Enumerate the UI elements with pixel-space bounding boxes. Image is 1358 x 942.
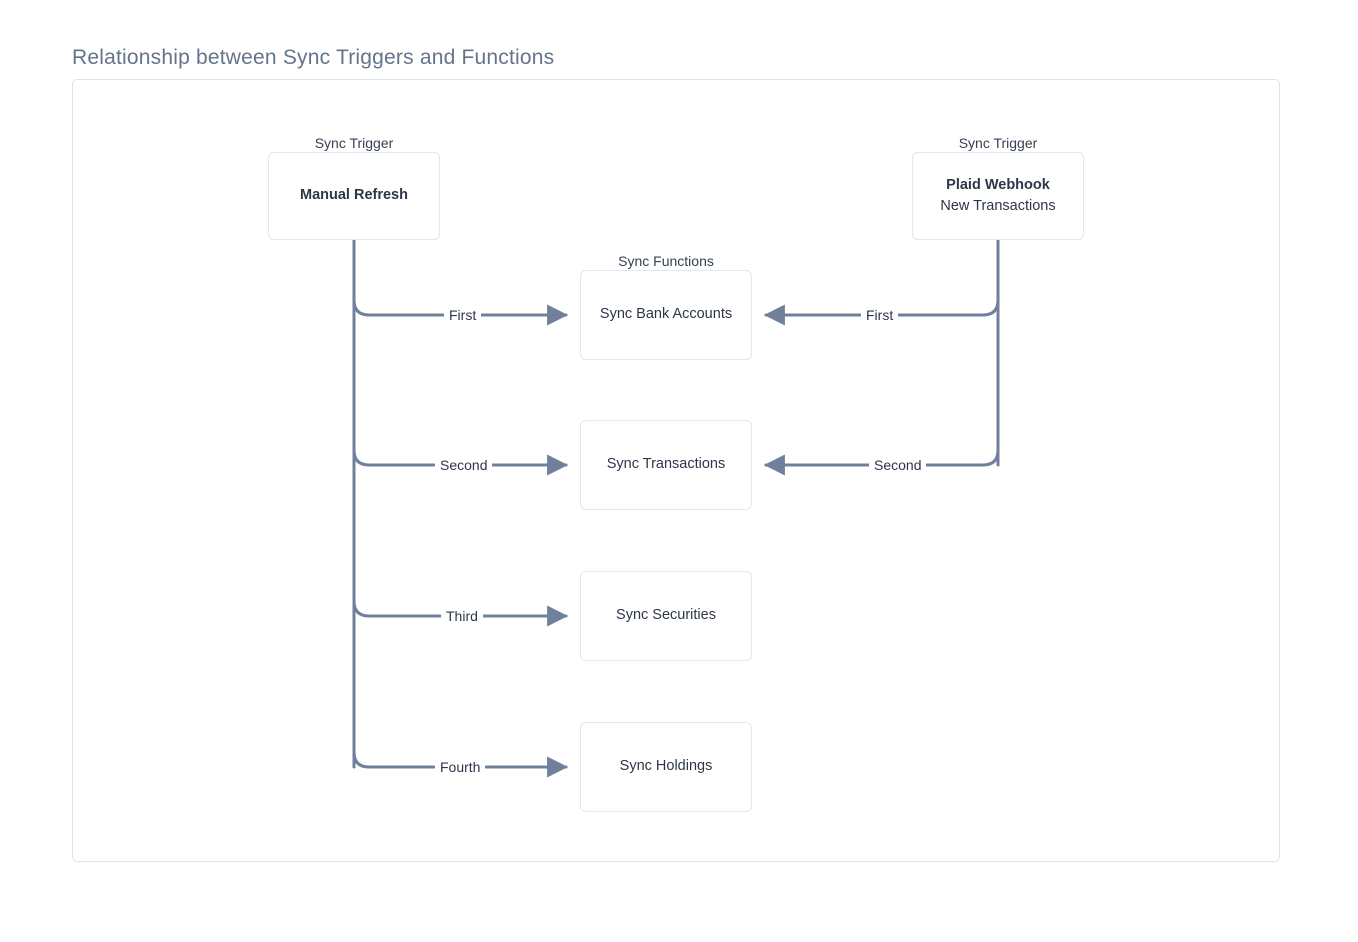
cluster-label-functions: Sync Functions: [618, 253, 714, 269]
edge-label-manual-second: Second: [435, 458, 493, 472]
edge-label-manual-third: Third: [441, 609, 483, 623]
edge-label-plaid-first: First: [861, 308, 899, 322]
page-title: Relationship between Sync Triggers and F…: [72, 46, 555, 69]
node-sync-transactions-label: Sync Transactions: [606, 456, 726, 473]
node-sync-holdings[interactable]: Sync Holdings: [580, 722, 752, 812]
node-sync-transactions[interactable]: Sync Transactions: [580, 420, 752, 510]
node-manual-refresh-primary: Manual Refresh: [300, 187, 408, 204]
edge-label-plaid-second: Second: [869, 458, 927, 472]
node-plaid-webhook-primary: Plaid Webhook: [946, 176, 1050, 193]
edge-label-manual-first: First: [444, 308, 482, 322]
node-sync-bank-accounts-label: Sync Bank Accounts: [599, 306, 733, 323]
cluster-label-trigger-right: Sync Trigger: [958, 135, 1038, 151]
node-plaid-webhook-secondary: New Transactions: [940, 198, 1056, 214]
node-sync-holdings-label: Sync Holdings: [619, 758, 713, 775]
edge-label-manual-fourth: Fourth: [435, 760, 486, 774]
node-plaid-webhook[interactable]: Plaid Webhook New Transactions: [912, 152, 1084, 240]
node-sync-securities-label: Sync Securities: [616, 607, 716, 624]
cluster-label-trigger-left: Sync Trigger: [314, 135, 394, 151]
node-manual-refresh[interactable]: Manual Refresh: [268, 152, 440, 240]
node-sync-securities[interactable]: Sync Securities: [580, 571, 752, 661]
node-sync-bank-accounts[interactable]: Sync Bank Accounts: [580, 270, 752, 360]
